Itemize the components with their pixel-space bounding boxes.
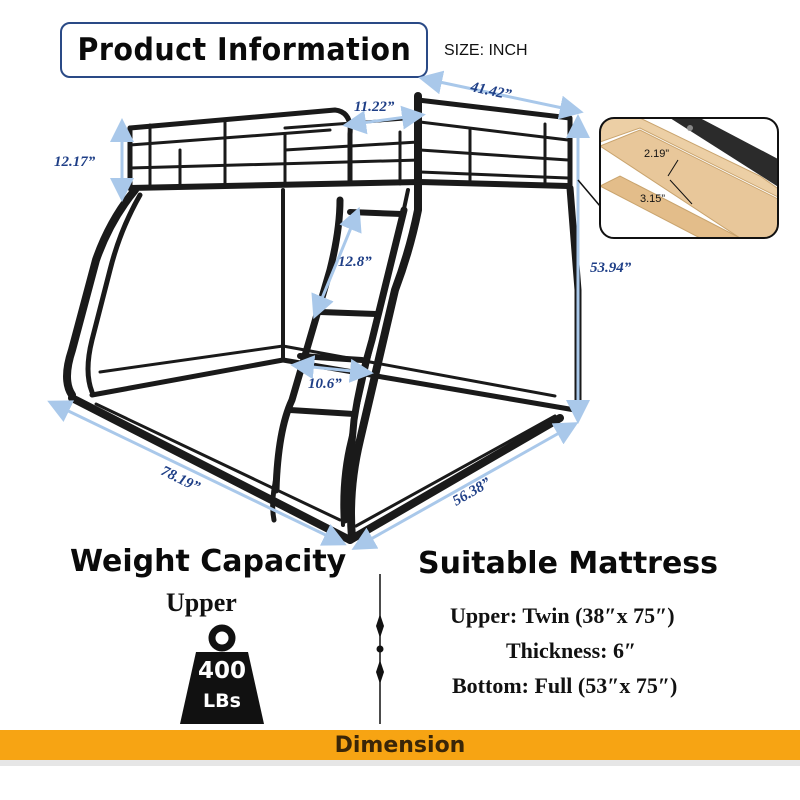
total-height-label: 53.94” [590,260,632,276]
length-label: 78.19” [158,463,203,496]
mattress-upper: Upper: Twin (38″x 75″) [450,603,675,628]
kettlebell-weight-icon [180,624,264,724]
dimension-band: Dimension [0,730,800,760]
mattress-heading: Suitable Mattress [418,546,719,581]
weight-unit: LBs [203,690,241,712]
rail-gap-label: 11.22” [354,99,395,115]
slat-gap-label: 3.15” [640,193,665,205]
size-unit-label: SIZE: INCH [444,42,528,59]
page-title: Product Information [77,32,411,68]
detail-frame [599,117,779,239]
dimension-band-label: Dimension [334,732,466,758]
mattress-bottom: Bottom: Full (53″x 75″) [452,673,678,698]
ladder-rung-spacing-label: 12.8” [338,254,372,270]
slat-detail-callout: 2.19” 3.15” [577,117,779,239]
dimension-lines [47,70,590,550]
title-box: Product Information [60,22,428,78]
ladder-width-label: 10.6” [308,376,342,392]
rail-height-label: 12.17” [54,154,96,170]
weight-position-label: Upper [166,588,237,617]
weight-capacity-heading: Weight Capacity [70,544,347,579]
top-width-label: 41.42” [468,79,513,104]
mattress-thickness: Thickness: 6″ [506,638,637,663]
slat-width-label: 2.19” [644,148,669,160]
bunk-bed-diagram: 41.42” 11.22” 12.17” 53.94” 12.8” 10.6” … [47,70,779,550]
ornamental-divider-icon [376,574,384,724]
band-underline [0,760,800,766]
bed-frame [63,92,582,544]
weight-value: 400 [197,658,246,684]
